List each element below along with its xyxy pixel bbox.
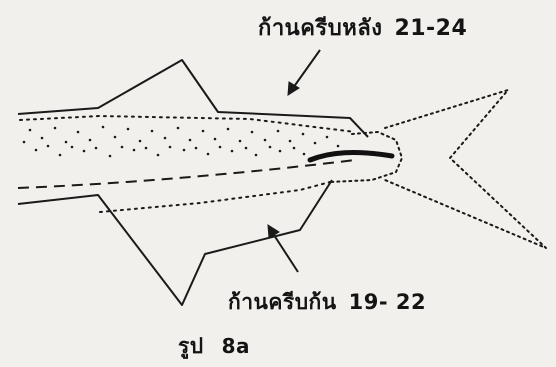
dorsal-fin-text: ก้านครีบหลัง <box>258 16 382 41</box>
peduncle-mark <box>310 153 392 160</box>
dorsal-fin-label: ก้านครีบหลัง 21-24 <box>258 10 467 45</box>
anal-fin-label: ก้านครีบก้น 19- 22 <box>228 286 426 319</box>
caption-number: 8a <box>222 334 250 358</box>
body-upper-outline <box>20 116 355 132</box>
dorsal-fin-count: 21-24 <box>394 16 467 41</box>
body-speckles <box>23 126 340 158</box>
body-lower-outline <box>100 182 330 212</box>
figure-caption: รูป 8a <box>178 330 250 363</box>
anal-fin-text: ก้านครีบก้น <box>228 290 337 314</box>
lateral-line <box>18 160 355 188</box>
dorsal-arrow <box>288 50 320 95</box>
dorsal-fin <box>18 60 368 137</box>
caudal-fin <box>385 90 546 248</box>
caption-prefix: รูป <box>178 334 204 358</box>
anal-fin-count: 19- 22 <box>349 290 426 314</box>
